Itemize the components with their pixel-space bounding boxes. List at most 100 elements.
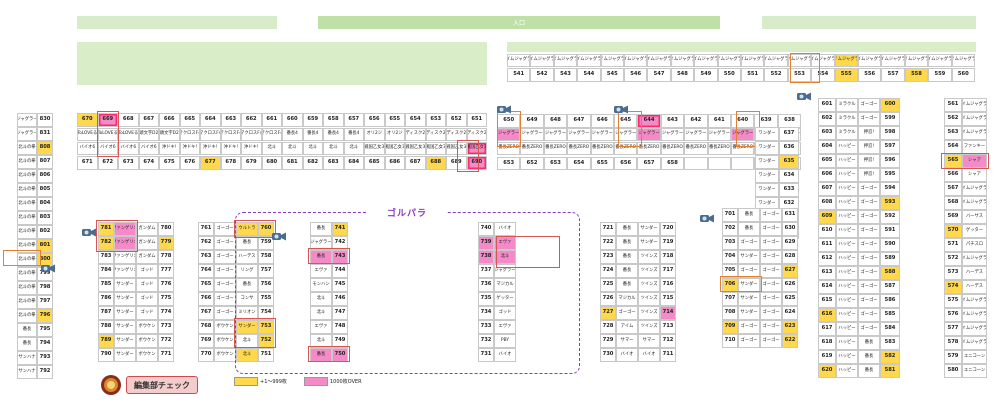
machine-name[interactable]: ジャグラー <box>567 128 591 141</box>
seat-number[interactable]: 757 <box>258 264 274 278</box>
machine-name[interactable]: ゴーゴー <box>760 306 782 320</box>
seat-number[interactable]: 610 <box>818 224 836 238</box>
seat-number[interactable]: 595 <box>880 168 900 182</box>
seat-number[interactable]: 622 <box>782 334 798 348</box>
seat-number[interactable]: 754 <box>258 306 274 320</box>
machine-name[interactable]: サンダー <box>236 320 258 334</box>
machine-name[interactable]: 番長 <box>858 336 880 350</box>
seat-number[interactable]: 680 <box>261 156 282 170</box>
machine-name[interactable]: ゴッド <box>136 292 158 306</box>
machine-name[interactable]: 北斗の拳 <box>17 239 37 253</box>
machine-name[interactable]: 番長ZERO <box>520 142 544 155</box>
seat-number[interactable]: 592 <box>880 210 900 224</box>
machine-name[interactable]: 戦国乙女3 <box>364 142 385 155</box>
seat-number[interactable]: 806 <box>37 169 53 183</box>
seat-number[interactable]: 728 <box>600 320 616 334</box>
seat-number[interactable]: 736 <box>478 278 494 292</box>
machine-name[interactable]: エヴァ <box>494 320 516 334</box>
machine-name[interactable]: シャア <box>962 168 987 182</box>
seat-number[interactable]: 755 <box>258 292 274 306</box>
machine-name[interactable]: ゲッター <box>962 224 987 238</box>
seat-number[interactable]: 543 <box>553 68 578 82</box>
machine-name[interactable]: ガンダム <box>136 236 158 250</box>
machine-name[interactable]: 押忍! <box>858 168 880 182</box>
machine-name[interactable]: バイオ <box>494 348 516 362</box>
seat-number[interactable]: 658 <box>660 157 685 170</box>
machine-name[interactable]: ジャグラー <box>707 128 731 141</box>
seat-number[interactable]: 562 <box>944 112 962 126</box>
machine-name[interactable]: ゴーゴー <box>760 250 782 264</box>
machine-name[interactable]: 北斗の拳 <box>17 197 37 211</box>
machine-name[interactable]: オリ2ジ <box>384 128 405 141</box>
machine-name[interactable]: エヴァ <box>310 264 332 278</box>
machine-name[interactable]: ミリオン <box>236 306 258 320</box>
seat-number[interactable]: 718 <box>660 250 676 264</box>
machine-name[interactable]: ワンダー <box>755 169 779 183</box>
machine-name[interactable]: サンダー <box>638 222 660 236</box>
seat-number[interactable]: 759 <box>258 236 274 250</box>
seat-number[interactable]: 570 <box>944 224 962 238</box>
seat-number[interactable]: 591 <box>880 224 900 238</box>
seat-number[interactable]: 708 <box>722 306 738 320</box>
machine-name[interactable]: エヴァンゲリオン <box>114 222 136 236</box>
seat-number[interactable]: 673 <box>118 156 139 170</box>
seat-number[interactable]: 681 <box>282 156 303 170</box>
machine-name[interactable]: ハッピー <box>836 154 858 168</box>
seat-number[interactable]: 684 <box>343 156 364 170</box>
seat-number[interactable]: 549 <box>694 68 718 82</box>
machine-name[interactable]: 番長4 <box>282 128 303 141</box>
seat-number[interactable]: 564 <box>944 140 962 154</box>
seat-number[interactable]: 761 <box>198 222 214 236</box>
seat-number[interactable]: 651 <box>466 113 487 127</box>
machine-name[interactable]: シャア <box>962 154 987 168</box>
machine-name[interactable]: サンハナ <box>17 365 37 379</box>
seat-number[interactable]: 763 <box>198 250 214 264</box>
machine-name[interactable]: 北斗 <box>236 348 258 362</box>
seat-number[interactable]: 707 <box>722 292 738 306</box>
seat-number[interactable]: 581 <box>880 364 900 378</box>
seat-number[interactable]: 583 <box>880 336 900 350</box>
machine-name[interactable]: ハッピー <box>836 238 858 252</box>
machine-name[interactable]: アイムジャグラー <box>834 54 858 67</box>
seat-number[interactable]: 705 <box>722 264 738 278</box>
machine-name[interactable]: アイムジャグラー <box>858 54 882 67</box>
machine-name[interactable]: アイムジャグラー <box>962 126 987 140</box>
seat-number[interactable]: 790 <box>98 348 114 362</box>
machine-name[interactable]: アイムジャグラー <box>962 322 987 336</box>
seat-number[interactable]: 686 <box>384 156 405 170</box>
seat-number[interactable]: 661 <box>261 113 282 127</box>
seat-number[interactable]: 578 <box>944 336 962 350</box>
seat-number[interactable]: 802 <box>37 225 53 239</box>
machine-name[interactable]: サンダー <box>114 334 136 348</box>
machine-name[interactable]: ゴーゴー <box>858 224 880 238</box>
seat-number[interactable]: 711 <box>660 348 676 362</box>
machine-name[interactable]: ゴーゴー <box>214 250 236 264</box>
seat-number[interactable]: 597 <box>880 140 900 154</box>
seat-number[interactable]: 567 <box>944 182 962 196</box>
seat-number[interactable]: 546 <box>624 68 648 82</box>
machine-name[interactable]: ゴーゴー <box>616 306 638 320</box>
seat-number[interactable]: 662 <box>241 113 262 127</box>
machine-name[interactable]: ゴッド <box>494 306 516 320</box>
seat-number[interactable]: 685 <box>364 156 385 170</box>
machine-name[interactable]: ハッピー <box>836 266 858 280</box>
seat-number[interactable]: 572 <box>944 252 962 266</box>
machine-name[interactable]: ゴーゴー <box>214 264 236 278</box>
seat-number[interactable]: 723 <box>600 250 616 264</box>
seat-number[interactable]: 554 <box>811 68 835 82</box>
machine-name[interactable]: アイムジャグラー <box>741 54 765 67</box>
machine-name[interactable]: ボウケン <box>214 334 236 348</box>
seat-number[interactable]: 637 <box>779 127 799 141</box>
seat-number[interactable]: 657 <box>637 157 661 170</box>
machine-name[interactable]: ToLOVEる <box>118 128 139 141</box>
machine-name[interactable]: ワンダー <box>755 141 779 155</box>
machine-name[interactable]: ゴーゴー <box>858 252 880 266</box>
machine-name[interactable]: ジャグラー <box>543 128 568 141</box>
seat-number[interactable]: 555 <box>834 68 858 82</box>
machine-name[interactable]: 番長ZERO <box>543 142 568 155</box>
machine-name[interactable]: ウルトラ <box>236 222 258 236</box>
seat-number[interactable]: 780 <box>158 222 174 236</box>
machine-name[interactable]: 北斗の拳 <box>17 281 37 295</box>
seat-number[interactable]: 778 <box>158 250 174 264</box>
machine-name[interactable]: ジャグラー <box>660 128 685 141</box>
